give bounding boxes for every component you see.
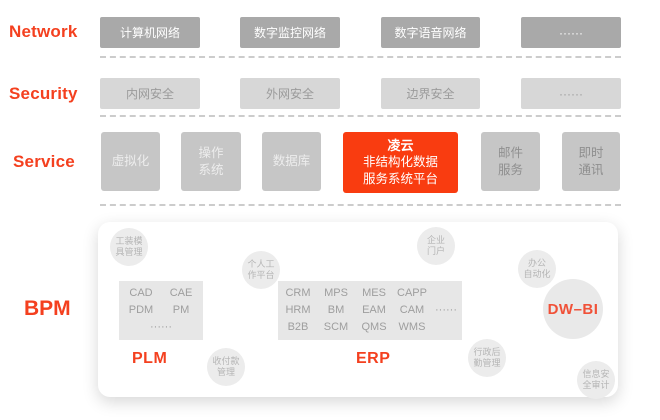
security-box-more: ······ xyxy=(521,78,621,109)
circle-line: 个人工 xyxy=(247,259,275,269)
erp-cell xyxy=(431,287,461,300)
security-row-label: Security xyxy=(9,84,78,103)
service-box-line: 系统 xyxy=(198,162,224,177)
plm-row: CAD CAE xyxy=(119,287,203,300)
erp-cell: BM xyxy=(327,304,345,316)
network-box-computer: 计算机网络 xyxy=(100,17,200,48)
plm-row-more: ······ xyxy=(150,321,172,333)
erp-row: CRM MPS MES CAPP xyxy=(278,287,462,300)
service-box-database: 数据库 xyxy=(262,132,321,191)
bpm-row-label: BPM xyxy=(24,297,71,320)
circle-line: 管理 xyxy=(216,367,235,377)
plm-cell: PM xyxy=(172,304,190,316)
plm-module-box: CAD CAE PDM PM ······ xyxy=(119,281,203,340)
bpm-circle-payment-mgmt: 收付款 管理 xyxy=(207,348,245,386)
erp-cell: WMS xyxy=(398,321,426,333)
network-box-more: ······ xyxy=(521,17,621,48)
circle-line: 信息安 xyxy=(582,369,610,379)
plm-cell: PDM xyxy=(128,304,154,316)
security-box-boundary: 边界安全 xyxy=(381,78,480,109)
divider-service-bpm xyxy=(100,204,621,206)
circle-line: 工装模 xyxy=(115,236,143,246)
erp-cell: ······ xyxy=(435,304,457,316)
circle-line: 收付款 xyxy=(212,356,240,366)
erp-module-box: CRM MPS MES CAPP HRM BM EAM CAM ······ B… xyxy=(278,281,462,340)
erp-cell: SCM xyxy=(323,321,349,333)
bpm-circle-personal-workspace: 个人工 作平台 xyxy=(242,251,280,289)
erp-cell: CRM xyxy=(285,287,311,299)
erp-cell: MPS xyxy=(324,287,348,299)
network-box-surveillance: 数字监控网络 xyxy=(240,17,340,48)
security-box-extranet: 外网安全 xyxy=(240,78,340,109)
circle-line: 勤管理 xyxy=(473,358,501,368)
bpm-circle-enterprise-portal: 企业 门户 xyxy=(417,227,455,265)
circle-line: 自动化 xyxy=(523,269,551,279)
bpm-circle-office-automation: 办公 自动化 xyxy=(518,250,556,288)
erp-row: B2B SCM QMS WMS xyxy=(278,321,462,334)
plm-label: PLM xyxy=(132,350,168,367)
circle-line: DW–BI xyxy=(547,300,599,318)
erp-cell xyxy=(431,321,461,334)
service-box-line: 虚拟化 xyxy=(111,154,150,168)
network-row-label: Network xyxy=(9,22,78,41)
circle-line: 作平台 xyxy=(247,270,275,280)
circle-line: 行政后 xyxy=(473,347,501,357)
circle-line: 具管理 xyxy=(115,247,143,257)
erp-row: HRM BM EAM CAM ······ xyxy=(278,304,462,317)
network-box-voice: 数字语音网络 xyxy=(381,17,480,48)
service-box-line: 凌云 xyxy=(387,138,414,153)
divider-network-security xyxy=(100,56,621,58)
erp-cell: CAM xyxy=(399,304,425,316)
service-box-line: 通讯 xyxy=(578,162,604,177)
service-box-line: 非结构化数据 xyxy=(362,155,438,169)
plm-cell: CAE xyxy=(169,287,193,299)
service-box-os: 操作 系统 xyxy=(181,132,241,191)
circle-line: 企业 xyxy=(426,235,445,245)
security-box-intranet: 内网安全 xyxy=(100,78,200,109)
service-box-virtualization: 虚拟化 xyxy=(101,132,160,191)
service-box-line: 邮件 xyxy=(497,145,523,160)
service-box-line: 数据库 xyxy=(272,154,311,168)
service-box-line: 服务 xyxy=(497,162,523,177)
service-box-mail: 邮件 服务 xyxy=(481,132,540,191)
service-box-lingyun-platform: 凌云 非结构化数据 服务系统平台 xyxy=(343,132,458,193)
circle-line: 全审计 xyxy=(582,380,610,390)
erp-cell: QMS xyxy=(361,321,387,333)
bpm-circle-dw-bi: DW–BI xyxy=(543,279,603,339)
erp-cell: HRM xyxy=(285,304,311,316)
plm-cell: CAD xyxy=(129,287,153,299)
service-box-im: 即时 通讯 xyxy=(562,132,620,191)
erp-cell: EAM xyxy=(362,304,386,316)
circle-line: 办公 xyxy=(527,258,546,268)
service-box-line: 服务系统平台 xyxy=(362,172,438,186)
bpm-circle-admin-logistics-mgmt: 行政后 勤管理 xyxy=(468,339,506,377)
erp-cell: MES xyxy=(362,287,386,299)
plm-row: PDM PM xyxy=(119,304,203,317)
erp-cell: B2B xyxy=(287,321,309,333)
bpm-circle-tooling-mold-mgmt: 工装模 具管理 xyxy=(110,228,148,266)
divider-security-service xyxy=(100,115,621,117)
service-row-label: Service xyxy=(13,152,75,171)
erp-label: ERP xyxy=(356,350,391,367)
service-box-line: 即时 xyxy=(578,145,604,160)
bpm-circle-infosec-audit: 信息安 全审计 xyxy=(577,361,615,399)
circle-line: 门户 xyxy=(426,246,445,256)
erp-cell: CAPP xyxy=(397,287,427,299)
service-box-line: 操作 xyxy=(198,145,224,160)
